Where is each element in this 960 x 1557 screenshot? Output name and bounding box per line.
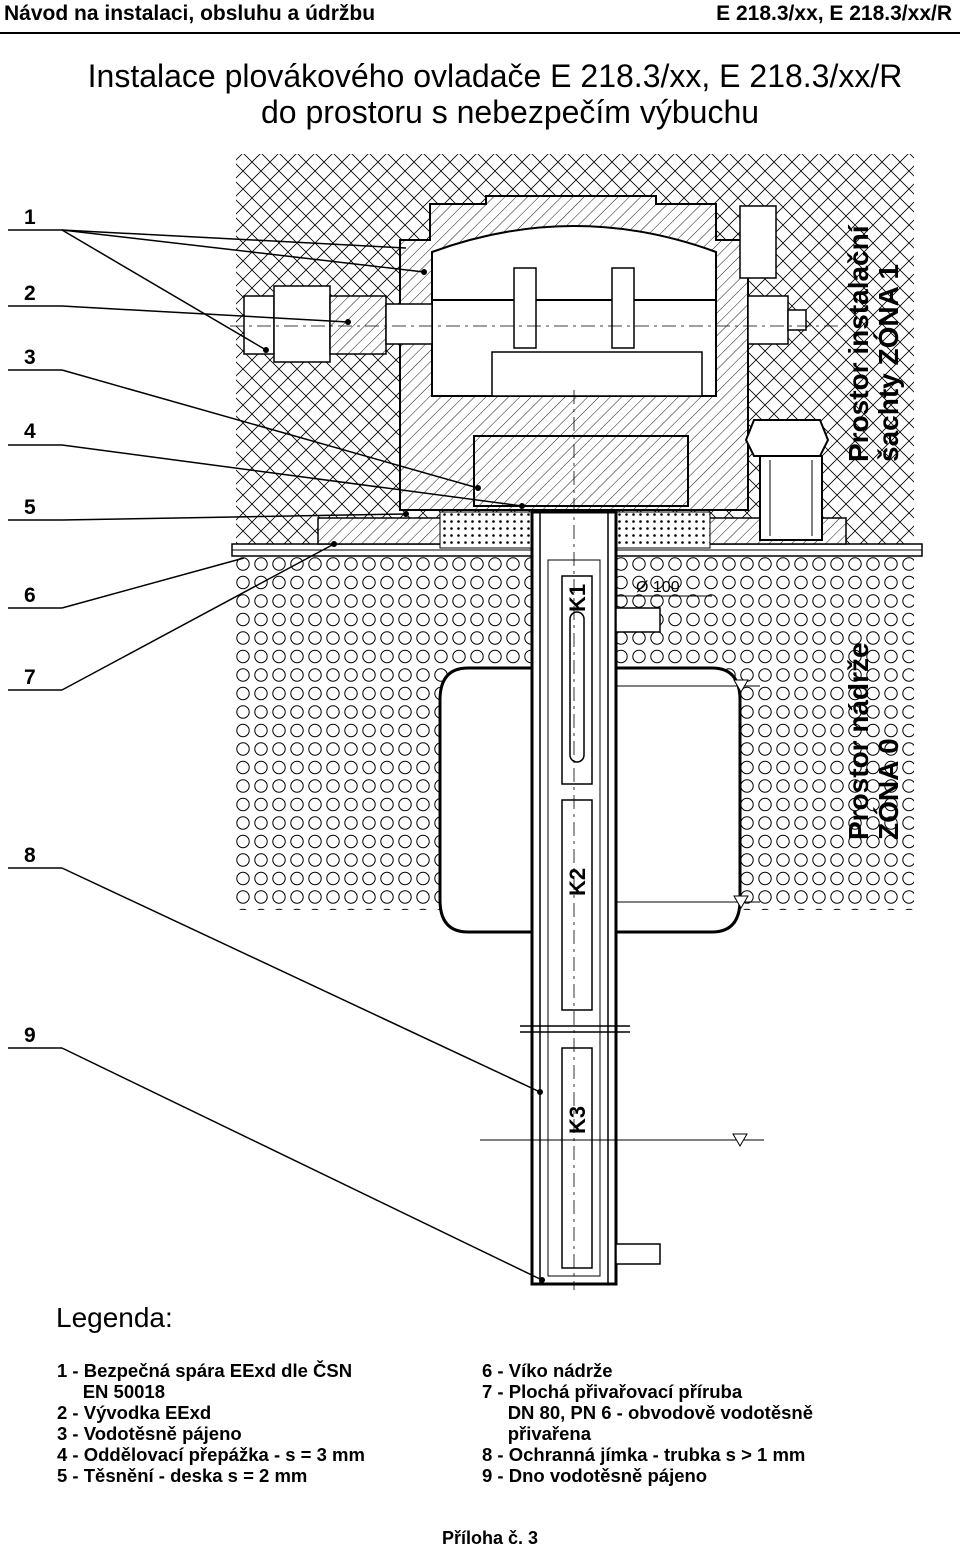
- legend-item-1: 1 - Bezpečná spára EExd dle ČSN: [57, 1360, 353, 1381]
- diameter-label: Ø 100: [636, 579, 680, 596]
- legend-item-8: 8 - Ochranná jímka - trubka s > 1 mm: [482, 1444, 806, 1465]
- legend-title: Legenda:: [56, 1302, 173, 1333]
- legend-left-column: 1 - Bezpečná spára EExd dle ČSN EN 50018…: [57, 1360, 365, 1486]
- callout-7: 7: [24, 666, 36, 689]
- legend-item-1-cont: EN 50018: [57, 1381, 165, 1402]
- legend-item-5: 5 - Těsnění - deska s = 2 mm: [57, 1465, 308, 1486]
- legend-item-7-cont2: přivařena: [482, 1423, 591, 1444]
- header-product-code: E 218.3/xx, E 218.3/xx/R: [716, 2, 952, 25]
- callout-1: 1: [24, 206, 36, 229]
- legend-item-2: 2 - Vývodka EExd: [57, 1402, 212, 1423]
- header-rule: [0, 32, 960, 34]
- legend-item-4: 4 - Oddělovací přepážka - s = 3 mm: [57, 1444, 365, 1465]
- callout-6: 6: [24, 584, 36, 607]
- callouts: [8, 229, 543, 1281]
- contact-label-k2: K2: [565, 868, 590, 896]
- callout-5: 5: [24, 496, 36, 519]
- page-header: Návod na instalaci, obsluhu a údržbu E 2…: [0, 0, 960, 38]
- legend-item-3: 3 - Vodotěsně pájeno: [57, 1423, 242, 1444]
- callout-8: 8: [24, 844, 36, 867]
- legend-item-7-cont: DN 80, PN 6 - obvodově vodotěsně: [482, 1402, 814, 1423]
- installation-drawing: Ø 100 K1 K2 K3 Prostor instalační šachty…: [8, 154, 923, 1290]
- contact-label-k3: K3: [565, 1106, 590, 1134]
- page-title-line2: do prostoru s nebezpečím výbuchu: [260, 94, 760, 130]
- level-markers: [480, 679, 764, 1147]
- legend-right-column: 6 - Víko nádrže 7 - Plochá přivařovací p…: [482, 1360, 813, 1486]
- callout-3: 3: [24, 346, 36, 369]
- separation-partition: [473, 435, 689, 507]
- legend-item-9: 9 - Dno vodotěsně pájeno: [482, 1465, 708, 1486]
- contact-label-k1: K1: [565, 584, 590, 612]
- page-title-line1: Instalace plovákového ovladače E 218.3/x…: [87, 58, 903, 94]
- zone1-label-line1: Prostor instalační: [843, 224, 874, 462]
- legend-item-7: 7 - Plochá přivařovací příruba: [482, 1381, 743, 1402]
- callout-9: 9: [24, 1024, 36, 1047]
- flange-bolt: [744, 419, 830, 541]
- header-manual-title: Návod na instalaci, obsluhu a údržbu: [4, 2, 376, 25]
- cable-gland: [243, 285, 433, 363]
- callout-4: 4: [24, 420, 36, 443]
- legend-item-6: 6 - Víko nádrže: [482, 1360, 613, 1381]
- callout-2: 2: [24, 282, 36, 305]
- zone0-label-line1: Prostor nádrže: [843, 642, 874, 840]
- zone1-label-line2: šachty ZÓNA 1: [873, 264, 904, 462]
- zone0-label-line2: ZÓNA 0: [873, 738, 904, 840]
- housing-cover: [431, 225, 717, 301]
- page-footer: Příloha č. 3: [441, 1528, 539, 1548]
